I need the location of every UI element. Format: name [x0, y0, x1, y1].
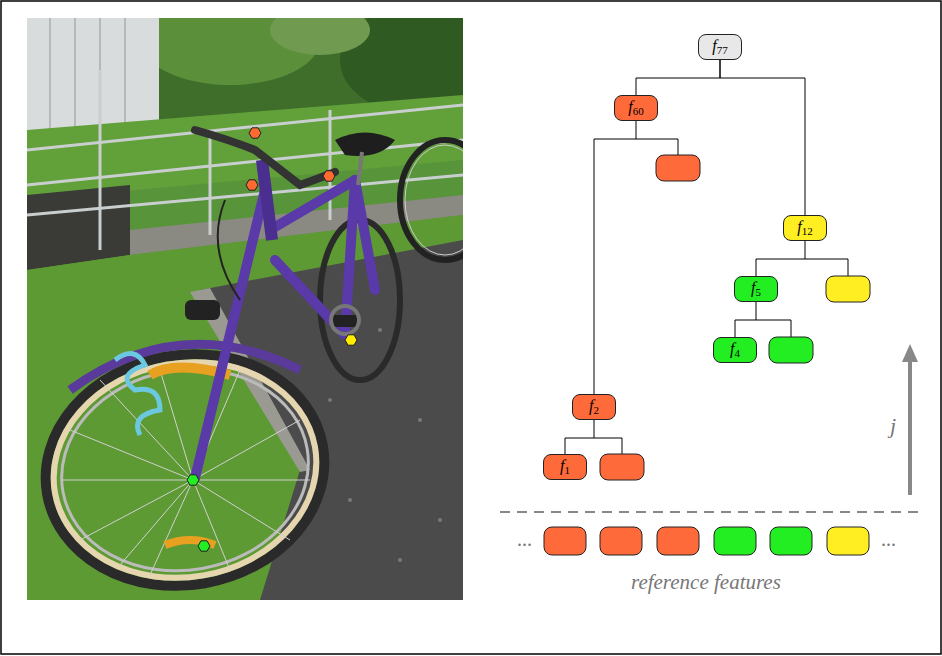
- feature-node: f1: [543, 454, 587, 480]
- feature-node: f77: [698, 34, 742, 60]
- reference-feature-row: [500, 512, 922, 555]
- feature-node: f4: [713, 337, 757, 363]
- tree-branch: [565, 420, 594, 454]
- feature-label: f5: [751, 280, 761, 298]
- feature-label: f4: [730, 341, 740, 359]
- feature-label: f12: [797, 219, 812, 237]
- tree-branch: [594, 121, 636, 394]
- tree-branch: [735, 302, 756, 337]
- feature-node: f60: [614, 95, 658, 121]
- axis-label: j: [890, 413, 896, 439]
- axis-caption: reference features: [631, 570, 781, 595]
- feature-label: f77: [712, 38, 727, 56]
- tree-branch: [720, 60, 805, 215]
- feature-label: f2: [589, 398, 599, 416]
- feature-label: f60: [628, 99, 643, 117]
- feature-node: f12: [783, 215, 827, 241]
- bicycle-photo: [27, 18, 463, 600]
- tree-branch: [636, 60, 720, 95]
- scale-arrow: [902, 344, 918, 495]
- ellipsis: ...: [881, 528, 896, 551]
- feature-node: f5: [734, 276, 778, 302]
- feature-node: f2: [572, 394, 616, 420]
- tree-leaf-boxes: [594, 139, 870, 480]
- tree-branch: [756, 241, 805, 276]
- feature-label: f1: [560, 458, 570, 476]
- ellipsis: ...: [517, 528, 532, 551]
